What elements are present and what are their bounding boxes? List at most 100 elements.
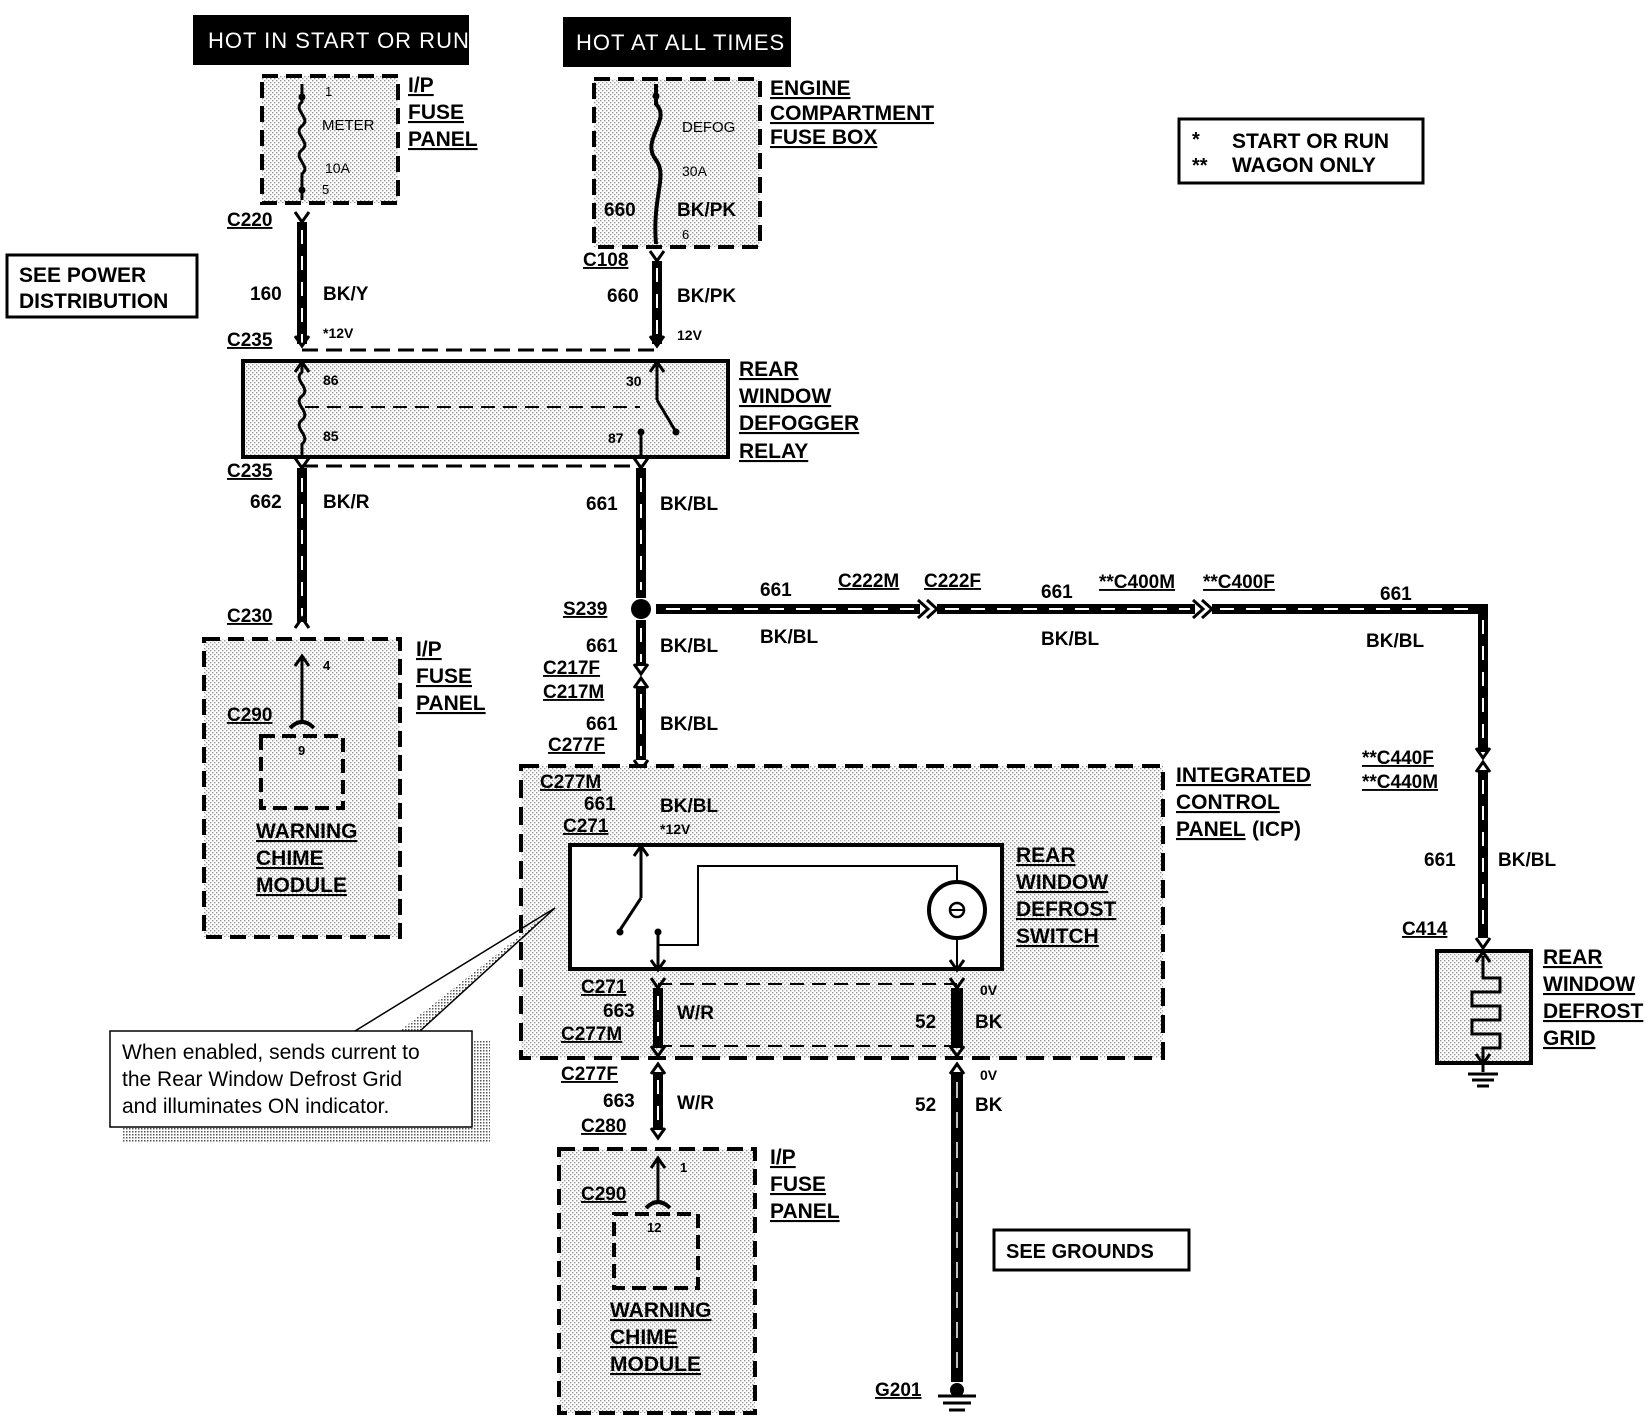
svg-text:1: 1 <box>325 84 332 99</box>
fuse-meter-name: METER <box>322 117 375 134</box>
svg-text:660: 660 <box>604 200 636 221</box>
ip-fuse-panel-label-bottom: I/P FUSE PANEL <box>770 1146 840 1223</box>
svg-text:PANEL: PANEL <box>770 1200 840 1223</box>
defrost-grid-label: REAR WINDOW DEFROST GRID <box>1543 946 1644 1050</box>
connector-c230: C230 <box>227 606 272 627</box>
connector-c235-bottom: C235 <box>227 461 273 482</box>
svg-text:BK/BL: BK/BL <box>660 714 718 735</box>
svg-text:BK/PK: BK/PK <box>677 200 736 221</box>
svg-text:663: 663 <box>603 1001 635 1022</box>
svg-text:PANEL: PANEL <box>1176 818 1246 841</box>
svg-text:BK/BL: BK/BL <box>760 627 818 648</box>
wire-52-ground <box>938 1061 976 1412</box>
svg-text:ENGINE: ENGINE <box>770 77 851 100</box>
svg-text:661: 661 <box>1041 582 1073 603</box>
wire-661-relay-to-splice <box>632 457 650 598</box>
engine-fuse-box-label: ENGINE COMPARTMENT FUSE BOX <box>770 77 934 149</box>
svg-text:87: 87 <box>608 430 624 446</box>
connector-c414: C414 <box>1402 919 1448 940</box>
svg-text:W/R: W/R <box>677 1003 714 1024</box>
svg-text:I/P: I/P <box>408 74 434 97</box>
connector-c440m: **C440M <box>1362 772 1438 793</box>
svg-text:DEFOGGER: DEFOGGER <box>739 412 859 435</box>
connector-c271-top: C271 <box>563 816 609 837</box>
svg-text:INTEGRATED: INTEGRATED <box>1176 764 1311 787</box>
svg-text:12: 12 <box>647 1220 661 1235</box>
ip-fuse-panel-meter: 1 METER 10A 5 <box>260 74 400 205</box>
svg-text:DISTRIBUTION: DISTRIBUTION <box>19 290 168 313</box>
svg-text:When enabled, sends current to: When enabled, sends current to <box>122 1041 420 1064</box>
fuse-meter-amps: 10A <box>325 160 351 176</box>
header-hot-start-run-text: HOT IN START OR RUN <box>208 28 470 53</box>
svg-text:**: ** <box>1192 155 1208 177</box>
legend-box: * START OR RUN ** WAGON ONLY <box>1177 117 1425 185</box>
svg-text:BK: BK <box>975 1095 1003 1116</box>
svg-text:*12V: *12V <box>323 325 354 341</box>
svg-text:*12V: *12V <box>660 821 691 837</box>
wire-color-bkbl-a: BK/BL <box>660 494 718 515</box>
svg-text:WINDOW: WINDOW <box>739 385 831 408</box>
svg-text:GRID: GRID <box>1543 1027 1596 1050</box>
see-power-distribution-box: SEE POWER DISTRIBUTION <box>5 253 199 319</box>
svg-text:SWITCH: SWITCH <box>1016 925 1099 948</box>
svg-text:PANEL: PANEL <box>416 692 486 715</box>
wire-color-bkr: BK/R <box>323 492 370 513</box>
wire-660 <box>648 250 666 349</box>
svg-text:the Rear Window Defrost Grid: the Rear Window Defrost Grid <box>122 1068 402 1091</box>
svg-text:I/P: I/P <box>416 638 442 661</box>
svg-text:WINDOW: WINDOW <box>1543 973 1635 996</box>
see-grounds-box: SEE GROUNDS <box>992 1228 1191 1272</box>
rear-window-defogger-relay: 86 85 30 87 <box>241 359 730 459</box>
connector-c277f-bottom: C277F <box>561 1064 618 1085</box>
svg-text:661: 661 <box>1380 584 1412 605</box>
svg-text:661: 661 <box>760 580 792 601</box>
connector-c290-lower: C290 <box>581 1184 626 1205</box>
wire-160 <box>293 211 311 349</box>
callout-note: When enabled, sends current to the Rear … <box>109 907 556 1142</box>
svg-text:661: 661 <box>584 794 616 815</box>
wire-662 <box>293 457 311 629</box>
connector-g201: G201 <box>875 1380 922 1401</box>
wire-num-661-a: 661 <box>586 494 618 515</box>
connector-c217f: C217F <box>543 658 600 679</box>
svg-text:SEE GROUNDS: SEE GROUNDS <box>1006 1241 1154 1263</box>
svg-text:661: 661 <box>586 714 618 735</box>
svg-text:BK: BK <box>975 1012 1003 1033</box>
connector-s239: S239 <box>563 599 607 620</box>
ip-fuse-panel-label-top: I/P FUSE PANEL <box>408 74 478 151</box>
connector-c290-upper: C290 <box>227 705 272 726</box>
connector-c400f: **C400F <box>1203 572 1275 593</box>
svg-text:663: 663 <box>603 1091 635 1112</box>
connector-c400m: **C400M <box>1099 572 1175 593</box>
svg-text:REAR: REAR <box>1016 844 1076 867</box>
svg-text:MODULE: MODULE <box>256 874 347 897</box>
wire-color-bkpk: BK/PK <box>677 286 736 307</box>
svg-text:85: 85 <box>323 428 339 444</box>
svg-text:REAR: REAR <box>1543 946 1603 969</box>
svg-text:REAR: REAR <box>739 358 799 381</box>
warning-chime-module-upper: 4 9 C290 WARNING CHIME MODULE <box>202 637 402 939</box>
svg-text:FUSE BOX: FUSE BOX <box>770 126 877 149</box>
relay-label: REAR WINDOW DEFOGGER RELAY <box>739 358 859 463</box>
svg-text:86: 86 <box>323 372 339 388</box>
wire-num-660: 660 <box>607 286 639 307</box>
connector-c222m: C222M <box>838 571 899 592</box>
svg-text:RELAY: RELAY <box>739 440 808 463</box>
wire-661-horizontal <box>656 598 1492 951</box>
header-hot-all-times-text: HOT AT ALL TIMES <box>576 30 785 55</box>
warning-chime-module-lower: 1 12 C290 WARNING CHIME MODULE <box>557 1147 757 1415</box>
svg-text:661: 661 <box>586 636 618 657</box>
header-hot-all-times: HOT AT ALL TIMES <box>563 17 791 67</box>
svg-text:CHIME: CHIME <box>256 847 324 870</box>
fuse-defog-name: DEFOG <box>682 119 735 136</box>
wire-num-160: 160 <box>250 284 282 305</box>
svg-text:WARNING: WARNING <box>610 1299 712 1322</box>
connector-c235-top: C235 <box>227 330 273 351</box>
svg-text:9: 9 <box>298 743 305 758</box>
svg-text:FUSE: FUSE <box>770 1173 826 1196</box>
header-hot-start-run: HOT IN START OR RUN <box>193 15 470 65</box>
legend-wagon-only: WAGON ONLY <box>1232 154 1376 177</box>
svg-text:BK/BL: BK/BL <box>660 796 718 817</box>
svg-text:4: 4 <box>323 658 331 673</box>
